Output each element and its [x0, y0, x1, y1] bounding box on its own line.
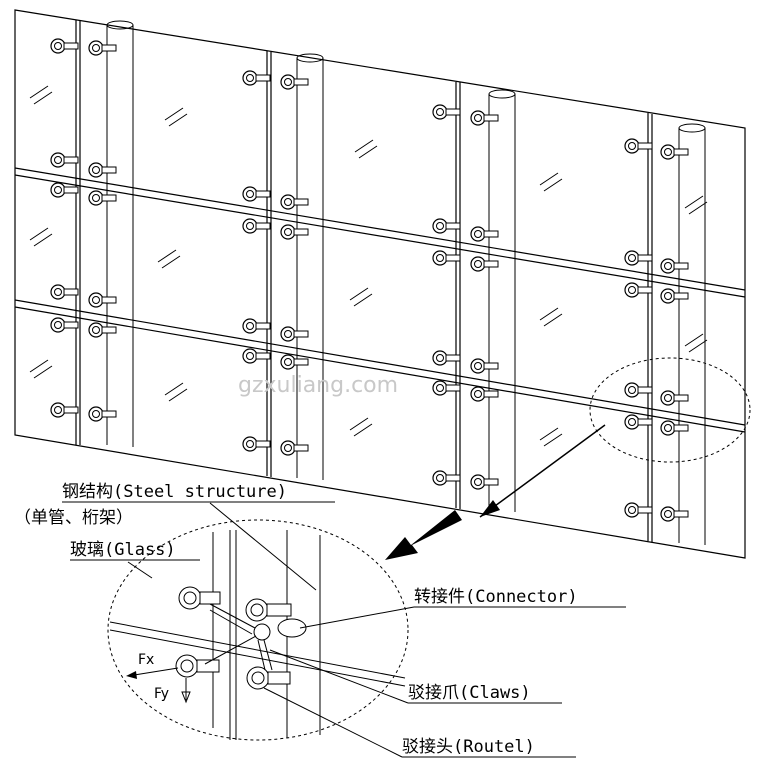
force-fx-label: Fx [138, 652, 154, 668]
callout-arrows [385, 424, 606, 560]
label-routel: 驳接头(Routel) [402, 737, 535, 757]
horizontal-joints [14, 167, 746, 433]
label-steel-structure-sub: （单管、桁架） [14, 508, 133, 528]
label-claws: 驳接爪(Claws) [408, 683, 531, 703]
curtain-wall [14, 9, 746, 559]
label-steel-structure: 钢结构(Steel structure) [62, 482, 287, 502]
detail-fittings [175, 586, 307, 690]
detail-view [107, 519, 409, 741]
glass-hatches [29, 85, 708, 447]
label-connector: 转接件(Connector) [414, 587, 578, 607]
vertical-joints [75, 20, 653, 542]
wall-outline [14, 9, 746, 559]
detail-callout-ellipse [589, 357, 751, 463]
labels: 钢结构(Steel structure) （单管、桁架） 玻璃(Glass) 转… [14, 482, 626, 758]
label-glass: 玻璃(Glass) [70, 540, 176, 560]
steel-tubes [106, 20, 706, 545]
watermark: gzxuliang.com [238, 373, 398, 398]
force-fy-label: Fy [154, 686, 169, 702]
big-arrow [385, 510, 462, 560]
force-indicators: Fx Fy [126, 652, 191, 704]
